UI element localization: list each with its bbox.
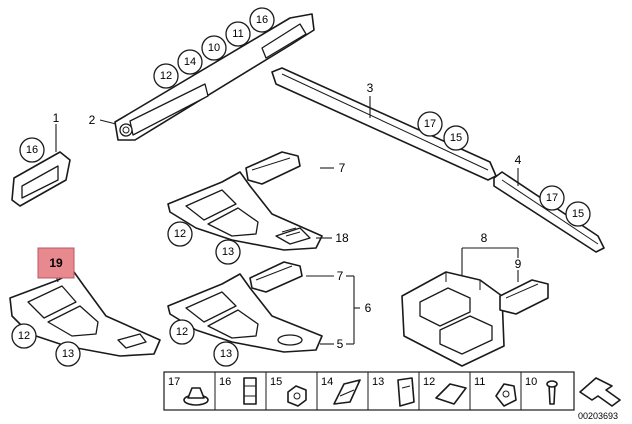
legend-number-10: 10 bbox=[525, 376, 537, 388]
svg-text:16: 16 bbox=[256, 14, 268, 26]
clip-17-icon bbox=[183, 387, 209, 406]
svg-text:11: 11 bbox=[232, 28, 243, 40]
strip-clip-14-icon bbox=[333, 379, 361, 405]
cover-part-7-lower bbox=[249, 261, 303, 293]
part-number-1: 1 bbox=[53, 111, 60, 125]
center-frame-part-8 bbox=[401, 271, 505, 367]
svg-text:16: 16 bbox=[26, 144, 38, 156]
label-circle-lower-strip-17: 17 bbox=[539, 185, 565, 211]
cover-part-9 bbox=[499, 279, 549, 315]
legend-number-16: 16 bbox=[219, 376, 231, 388]
label-circle-left-16: 16 bbox=[19, 137, 45, 163]
part-number-4: 4 bbox=[515, 153, 522, 167]
svg-text:13: 13 bbox=[222, 246, 234, 258]
label-circle-mid-13: 13 bbox=[215, 239, 241, 265]
label-circle-lower-strip-15: 15 bbox=[565, 201, 591, 227]
label-circle-left-12: 12 bbox=[11, 323, 37, 349]
legend-number-15: 15 bbox=[270, 376, 282, 388]
part-number-3: 3 bbox=[367, 81, 374, 95]
clip-13-icon bbox=[397, 377, 415, 407]
label-circle-low-13: 13 bbox=[213, 341, 239, 367]
svg-text:13: 13 bbox=[62, 348, 74, 360]
part-number-5: 5 bbox=[337, 337, 344, 351]
svg-text:12: 12 bbox=[18, 330, 30, 342]
part-number-6: 6 bbox=[365, 301, 372, 315]
long-strip-part-3 bbox=[271, 67, 497, 181]
svg-text:14: 14 bbox=[184, 56, 196, 68]
dash-trim-strip-part-2 bbox=[114, 13, 315, 141]
label-circle-top-11: 11 bbox=[225, 21, 251, 47]
label-circle-top-10: 10 bbox=[201, 35, 227, 61]
svg-text:17: 17 bbox=[424, 118, 436, 130]
svg-text:15: 15 bbox=[572, 208, 584, 220]
svg-text:10: 10 bbox=[208, 42, 220, 54]
console-trim-part-18 bbox=[167, 171, 323, 251]
label-circle-left-13: 13 bbox=[55, 341, 81, 367]
pin-10-icon bbox=[546, 380, 558, 405]
label-circle-top-12: 12 bbox=[153, 63, 179, 89]
direction-arrow-icon bbox=[579, 377, 621, 407]
nut-15-icon bbox=[287, 385, 307, 407]
part-number-8: 8 bbox=[481, 231, 488, 245]
circled-labels: 16 11 10 14 12 16 17 15 17 15 12 13 12 1… bbox=[11, 7, 591, 367]
label-circle-mid-12: 12 bbox=[167, 221, 193, 247]
svg-text:17: 17 bbox=[546, 192, 558, 204]
fastener-legend: 17 16 15 14 13 12 11 10 bbox=[163, 371, 621, 421]
part-numbers: 1 2 3 4 7 18 7 6 5 8 9 bbox=[53, 81, 522, 351]
spring-clip-16-icon bbox=[243, 377, 257, 405]
highlighted-part-19: 19 bbox=[37, 247, 75, 279]
legend-number-12: 12 bbox=[423, 376, 435, 388]
cover-part-7-upper bbox=[245, 151, 301, 185]
pad-12-icon bbox=[435, 383, 467, 405]
console-trim-part-19 bbox=[9, 271, 161, 357]
small-trim-part-1 bbox=[11, 151, 71, 207]
svg-text:19: 19 bbox=[49, 256, 63, 270]
label-circle-strip-15: 15 bbox=[443, 125, 469, 151]
label-circle-strip-17: 17 bbox=[417, 111, 443, 137]
part-number-18: 18 bbox=[335, 231, 349, 245]
part-number-2: 2 bbox=[89, 113, 96, 127]
svg-text:12: 12 bbox=[176, 326, 188, 338]
reference-number: 00203693 bbox=[578, 411, 618, 421]
part-number-7-lower: 7 bbox=[337, 269, 344, 283]
label-circle-top-14: 14 bbox=[177, 49, 203, 75]
part-number-9: 9 bbox=[515, 257, 522, 271]
svg-text:12: 12 bbox=[160, 70, 172, 82]
rivet-11-icon bbox=[495, 383, 517, 407]
legend-number-14: 14 bbox=[321, 376, 333, 388]
part-number-7-upper: 7 bbox=[339, 161, 346, 175]
console-trim-part-5 bbox=[167, 273, 323, 353]
legend-number-17: 17 bbox=[168, 376, 180, 388]
svg-text:12: 12 bbox=[174, 228, 186, 240]
leader-lines bbox=[55, 96, 519, 345]
svg-text:13: 13 bbox=[220, 348, 232, 360]
label-circle-top-16: 16 bbox=[249, 7, 275, 33]
label-circle-low-12: 12 bbox=[169, 319, 195, 345]
legend-number-13: 13 bbox=[372, 376, 384, 388]
legend-number-11: 11 bbox=[474, 376, 485, 388]
lower-strip-part-4 bbox=[493, 171, 605, 253]
svg-text:15: 15 bbox=[450, 132, 462, 144]
